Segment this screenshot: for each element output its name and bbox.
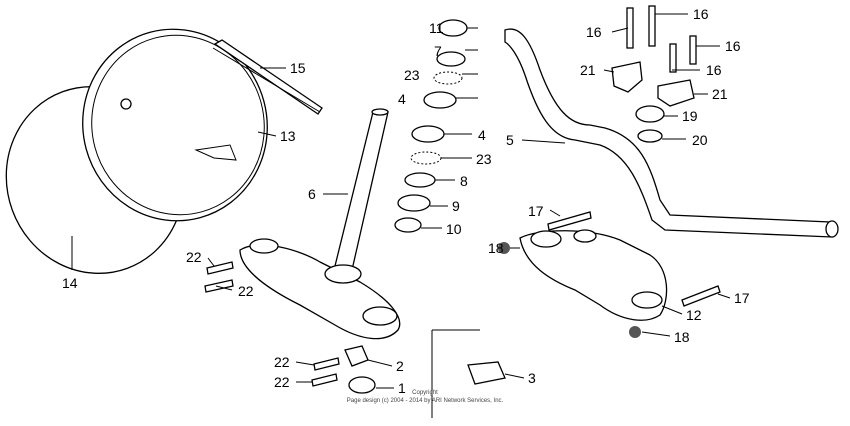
callout-11: 11 xyxy=(429,20,444,36)
steering-stem xyxy=(333,108,389,271)
callout-18a: 18 xyxy=(488,240,504,256)
callout-22a: 22 xyxy=(186,249,202,265)
divider-line xyxy=(431,329,480,418)
callout-18b: 18 xyxy=(674,329,690,345)
callout-4b: 4 xyxy=(478,127,486,143)
callout-9: 9 xyxy=(452,198,460,214)
callout-13: 13 xyxy=(280,128,296,144)
callout-7: 7 xyxy=(434,43,442,59)
callout-6: 6 xyxy=(308,186,316,202)
callout-22c: 22 xyxy=(274,354,290,370)
callout-14: 14 xyxy=(62,275,78,291)
callout-10: 10 xyxy=(446,221,462,237)
callout-21b: 21 xyxy=(712,86,728,102)
copyright-line-1: Copyright xyxy=(412,390,438,396)
handlebar-holders xyxy=(611,5,697,143)
copyright-line-2: Page design (c) 2004 - 2014 by ARI Netwo… xyxy=(347,398,504,404)
callout-16a: 16 xyxy=(586,24,602,40)
callout-labels: 11 7 23 4 4 23 8 9 10 16 16 16 16 21 21 … xyxy=(62,6,750,396)
callout-23b: 23 xyxy=(476,151,492,167)
leader-lines xyxy=(71,13,731,389)
callout-16c: 16 xyxy=(725,38,741,54)
callout-3: 3 xyxy=(528,370,536,386)
callout-23a: 23 xyxy=(404,67,420,83)
callout-16b: 16 xyxy=(693,6,709,22)
headlight-rim xyxy=(82,28,268,222)
callout-20: 20 xyxy=(692,132,708,148)
callout-17a: 17 xyxy=(528,203,544,219)
fasteners xyxy=(204,211,721,394)
callout-12: 12 xyxy=(686,307,702,323)
callout-16d: 16 xyxy=(706,62,722,78)
callout-2: 2 xyxy=(396,358,404,374)
upper-fork-bridge xyxy=(519,229,668,321)
callout-4a: 4 xyxy=(398,91,406,107)
callout-19: 19 xyxy=(682,108,698,124)
callout-1: 1 xyxy=(398,380,406,396)
callout-15: 15 xyxy=(290,60,306,76)
callout-17b: 17 xyxy=(734,290,750,306)
callout-5: 5 xyxy=(506,132,514,148)
callout-21a: 21 xyxy=(580,62,596,78)
headlight-band xyxy=(212,39,323,115)
callout-22b: 22 xyxy=(238,283,254,299)
callout-8: 8 xyxy=(460,173,468,189)
callout-22d: 22 xyxy=(274,374,290,390)
handlebar xyxy=(504,28,839,238)
lower-fork-bridge xyxy=(239,238,401,340)
bearing-stack xyxy=(394,19,468,233)
